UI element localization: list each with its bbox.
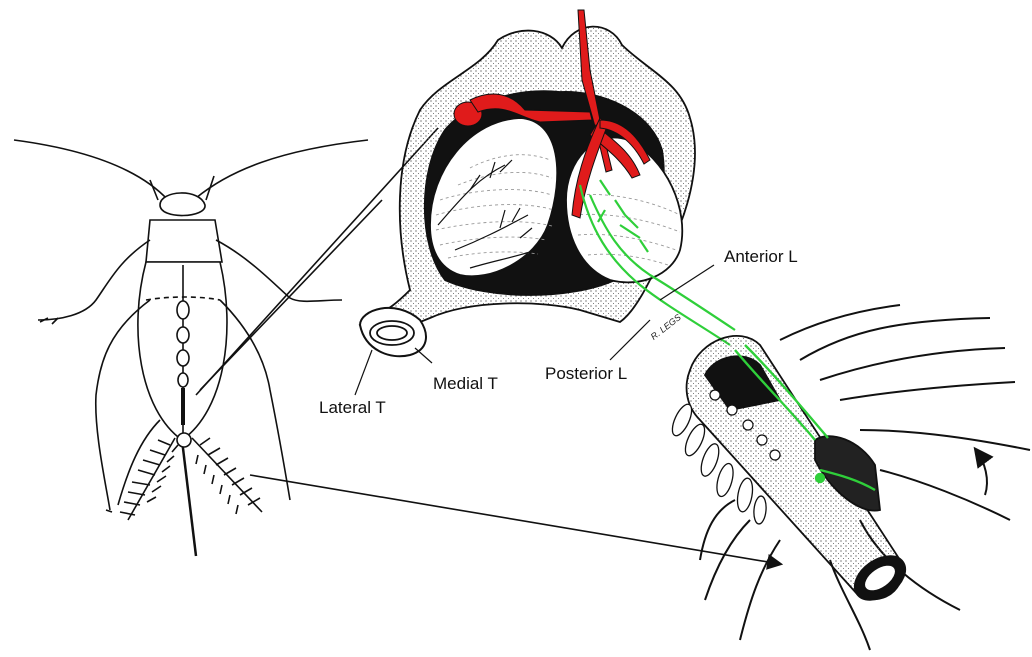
pronotum (146, 220, 222, 262)
right-antenna (196, 140, 368, 198)
zoom-line-lower (200, 200, 382, 390)
cercus-detail (668, 305, 1030, 650)
label-anterior-l: Anterior L (724, 247, 798, 267)
left-cercus (120, 438, 178, 520)
tracheal-ganglion-structure (360, 10, 735, 356)
label-posterior-l: Posterior L (545, 364, 627, 384)
ovipositor (182, 440, 196, 556)
right-foreleg (216, 240, 342, 301)
air-current-arrow-right (976, 450, 987, 495)
left-foreleg (38, 240, 150, 320)
cricket-illustration (14, 140, 368, 556)
label-medial-t: Medial T (433, 374, 498, 394)
head (160, 193, 205, 216)
zoom-line-cercus (250, 475, 780, 564)
left-antenna (14, 140, 168, 200)
label-lateral-t: Lateral T (319, 398, 386, 418)
